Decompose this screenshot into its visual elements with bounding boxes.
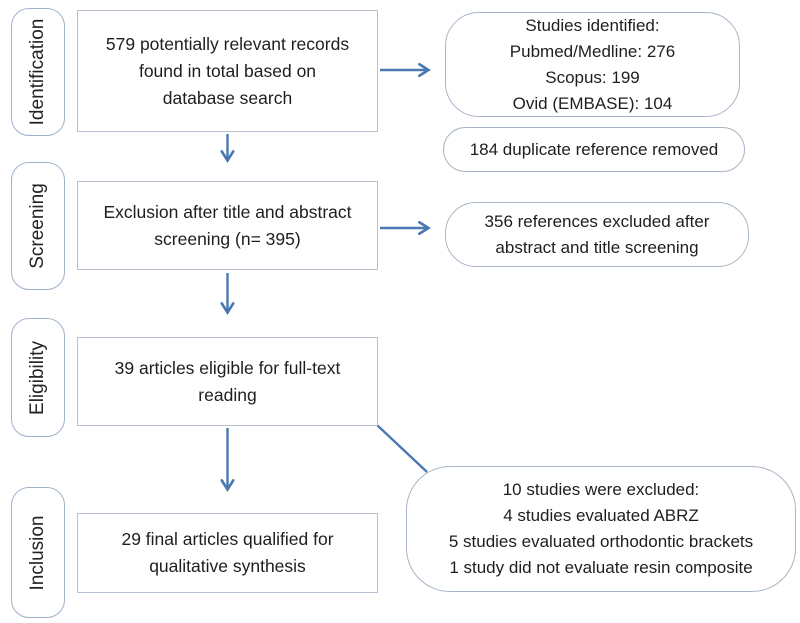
box-records-line: found in total based on	[138, 60, 317, 81]
box-records-line: 579 potentially relevant records	[105, 33, 350, 54]
stage-eligibility: Eligibility	[11, 318, 65, 437]
box-studies-identified-sources: Studies identified: Pubmed/Medline: 276 …	[445, 12, 740, 117]
box-records-identified: 579 potentially relevant records found i…	[77, 10, 378, 132]
fulltext-exclusion-line: 1 study did not evaluate resin composite	[449, 558, 753, 577]
connector-eligibility-to-excluded-icon	[376, 424, 428, 473]
box-title-abstract-screening: Exclusion after title and abstract scree…	[77, 181, 378, 270]
fulltext-exclusion-line: 10 studies were excluded:	[502, 480, 700, 499]
excluded-line: abstract and title screening	[495, 237, 699, 257]
box-eligible-line: 39 articles eligible for full-text	[114, 357, 341, 378]
box-references-excluded: 356 references excluded after abstract a…	[445, 202, 749, 267]
duplicates-line: 184 duplicate reference removed	[469, 139, 719, 159]
box-fulltext-exclusions: 10 studies were excluded: 4 studies eval…	[406, 466, 796, 592]
box-records-line: database search	[162, 87, 293, 108]
sources-line: Pubmed/Medline: 276	[509, 41, 676, 61]
sources-line: Scopus: 199	[545, 67, 640, 87]
stage-screening-label: Screening	[27, 183, 48, 269]
box-included-line: qualitative synthesis	[149, 556, 306, 576]
excluded-line: 356 references excluded after	[484, 211, 710, 231]
fulltext-exclusion-line: 4 studies evaluated ABRZ	[503, 506, 699, 525]
stage-identification: Identification	[11, 8, 65, 136]
stage-screening: Screening	[11, 162, 65, 290]
sources-line: Studies identified:	[525, 15, 660, 35]
box-eligible-line: reading	[198, 384, 257, 405]
sources-line: Ovid (EMBASE): 104	[512, 93, 673, 113]
box-screening-line: Exclusion after title and abstract	[103, 201, 352, 222]
stage-identification-label: Identification	[27, 18, 48, 126]
box-fulltext-eligible: 39 articles eligible for full-text readi…	[77, 337, 378, 426]
box-duplicates-removed: 184 duplicate reference removed	[443, 127, 745, 172]
box-included-line: 29 final articles qualified for	[121, 529, 334, 549]
stage-inclusion-label: Inclusion	[27, 515, 48, 590]
fulltext-exclusion-line: 5 studies evaluated orthodontic brackets	[448, 532, 754, 551]
box-screening-line: screening (n= 395)	[154, 228, 301, 249]
box-final-included: 29 final articles qualified for qualitat…	[77, 513, 378, 593]
stage-inclusion: Inclusion	[11, 487, 65, 618]
stage-eligibility-label: Eligibility	[27, 340, 48, 415]
